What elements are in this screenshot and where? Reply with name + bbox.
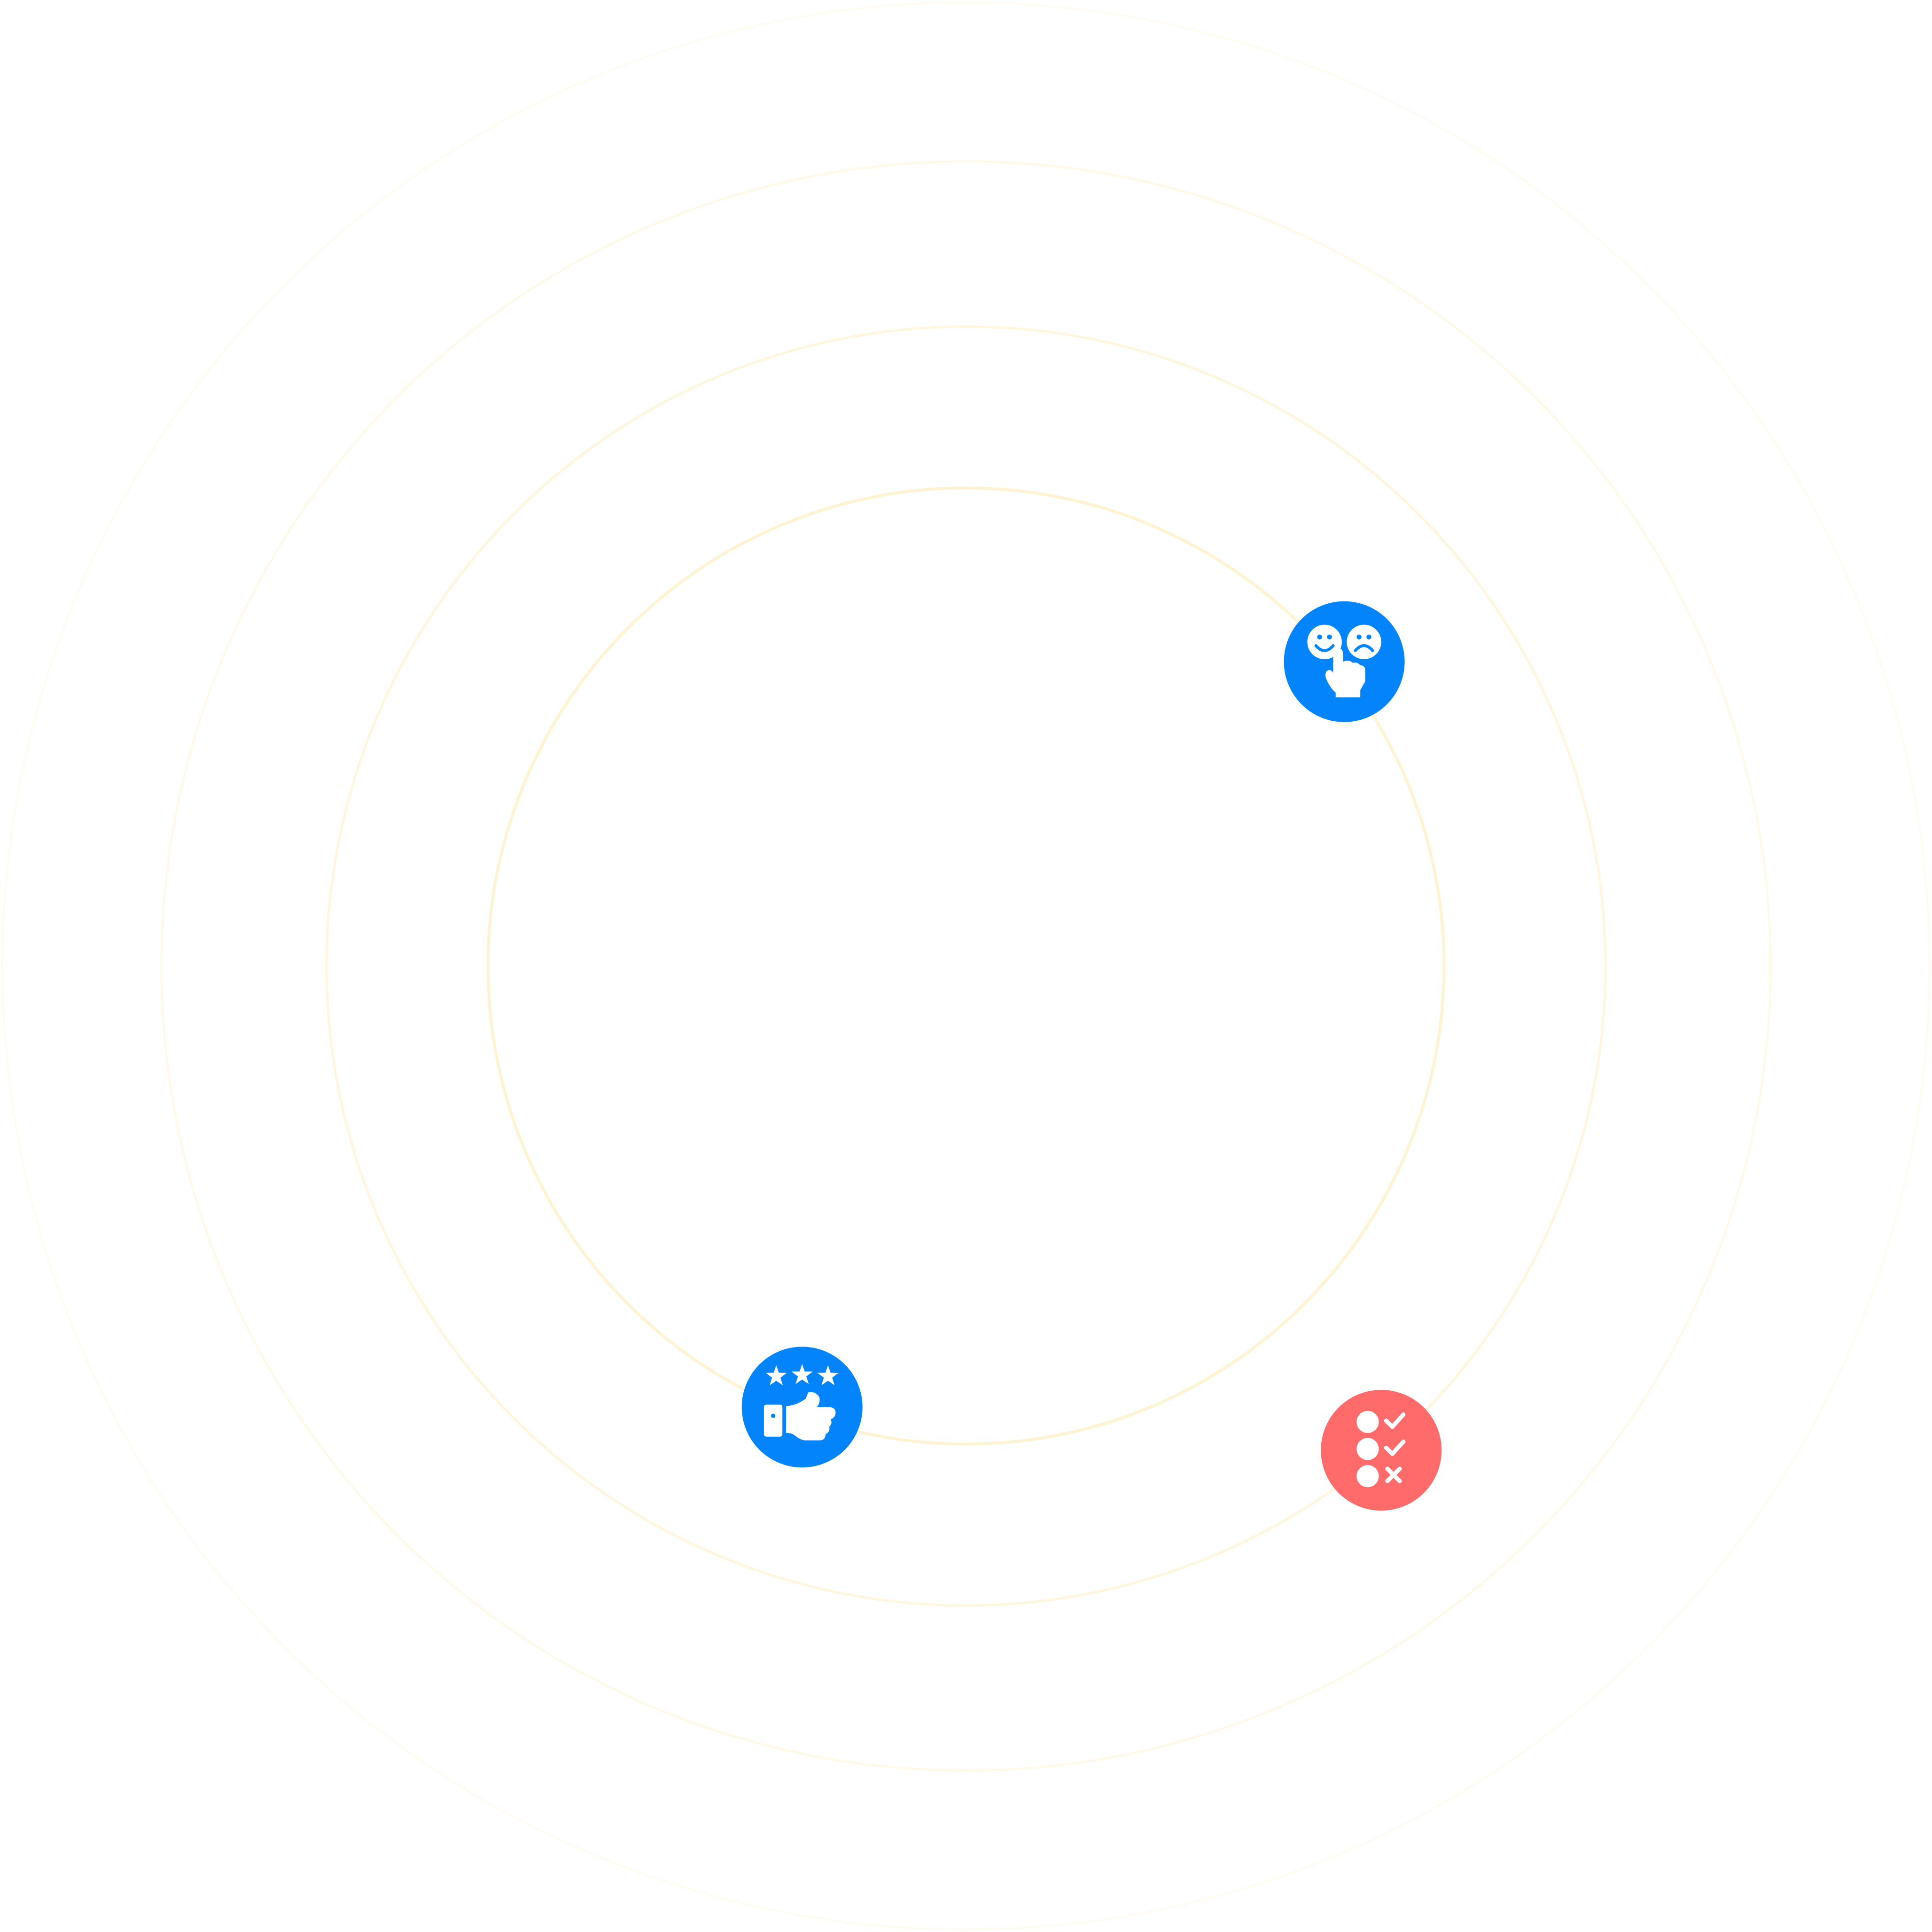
list-bullet [1356,1465,1379,1488]
check-mark-icon [1384,1412,1406,1429]
emoji-feedback-hand-icon [1307,624,1381,698]
orbit-ring-3 [160,160,1772,1772]
star-icon [765,1365,787,1386]
checklist-badge [1321,1390,1442,1511]
list-bullet [1356,1410,1379,1433]
checklist-icon [1356,1410,1406,1488]
check-mark-icon [1384,1439,1406,1456]
star-rating-thumbs-up-badge [741,1347,863,1468]
star-icon [817,1365,839,1386]
cross-mark-icon [1385,1466,1402,1483]
emoji-feedback-badge [1284,601,1405,722]
orbit-ring-1 [486,486,1446,1446]
list-bullet [1356,1438,1379,1460]
star-rating-thumbs-up-icon [763,1364,839,1441]
orbit-ring-2 [325,325,1607,1607]
star-icon [791,1364,813,1384]
badge-circle [1321,1390,1442,1511]
